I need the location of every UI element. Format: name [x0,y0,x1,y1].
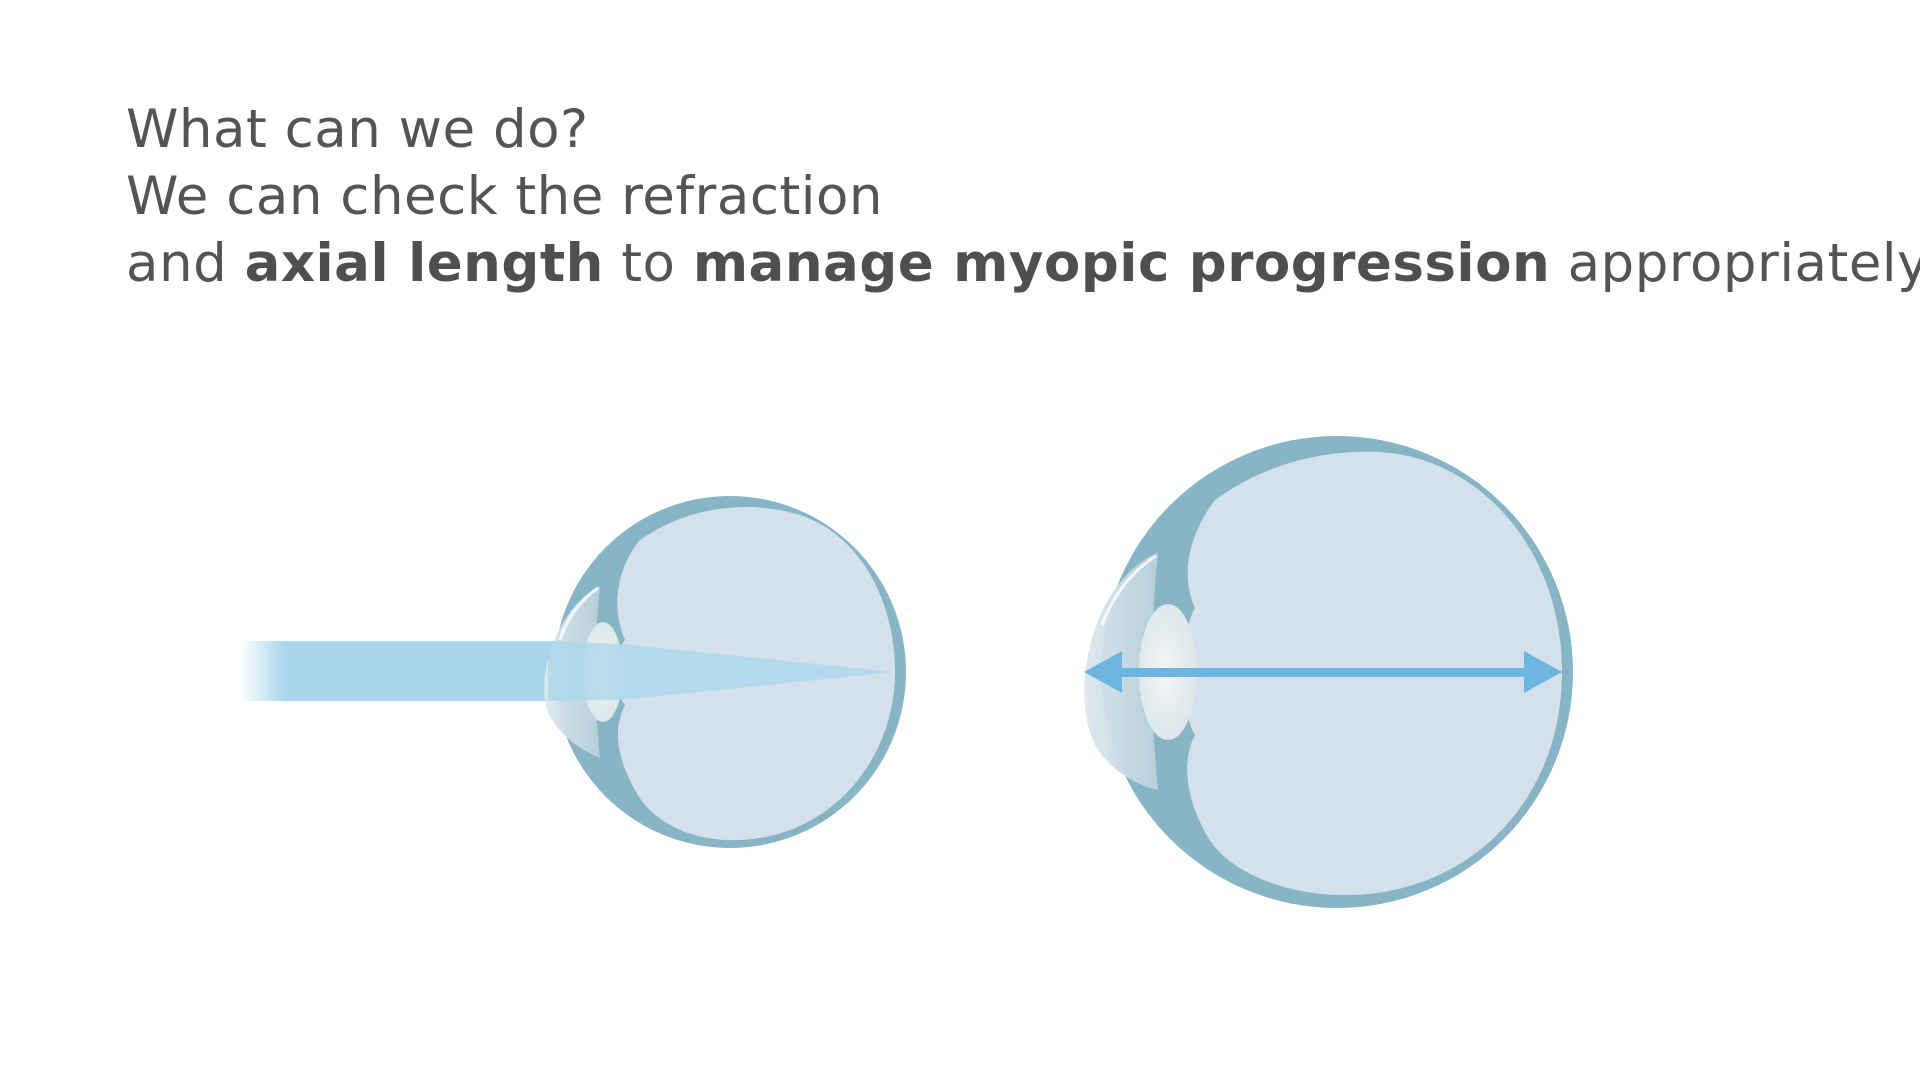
eye-cross-section-myopic-icon [1084,436,1573,908]
headline-line-3-text-b: to [603,233,693,294]
axial-arrow-shaft [1115,668,1535,677]
myopic-eye-cornea-edge [1100,554,1157,626]
eye-cross-section-normal-icon [240,496,906,848]
headline-line-1: What can we do? [126,99,589,160]
headline-line-2: We can check the refraction [126,166,883,227]
headline: What can we do? We can check the refract… [126,96,1920,297]
normal-eye-cornea-edge [558,586,599,641]
light-beam-icon [240,641,560,701]
headline-line-3-text-c: appropriately. [1550,233,1920,294]
axial-arrow-head-right [1524,651,1562,693]
headline-emphasis-manage-myopia: manage myopic progression [692,233,1551,294]
headline-line-3-text-a: and [126,233,245,294]
headline-line-3: and axial length to manage myopic progre… [126,230,1920,297]
normal-eye-focus-cone [548,641,895,701]
axial-arrow-head-left [1084,651,1122,693]
double-arrow-icon [1084,651,1562,693]
headline-emphasis-axial-length: axial length [244,233,604,294]
